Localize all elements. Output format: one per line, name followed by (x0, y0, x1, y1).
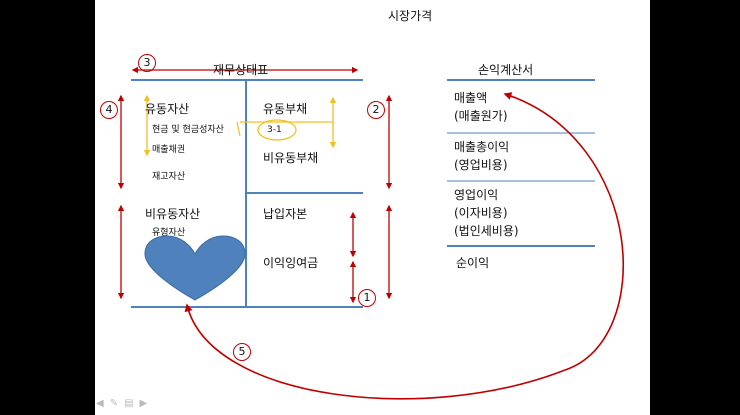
marker-4: 4 (100, 101, 118, 119)
inventory-label: 재고자산 (152, 172, 186, 182)
noncurrent-liabilities-label: 비유동부채 (263, 151, 319, 165)
tangible-assets-label: 유형자산 (152, 228, 186, 238)
interest-label: (이자비용) (454, 206, 508, 220)
market-price-label: 시장가격 (388, 9, 433, 23)
prev-icon[interactable]: ◀ (96, 398, 104, 409)
sga-label: (영업비용) (454, 158, 508, 172)
menu-icon[interactable]: ▤ (124, 398, 134, 409)
paid-in-capital-label: 납입자본 (263, 207, 308, 221)
sales-label: 매출액 (454, 91, 488, 105)
heart-shape (144, 235, 246, 301)
marker-2: 2 (367, 101, 385, 119)
current-liabilities-label: 유동부채 (263, 102, 308, 116)
callout-label: 3-1 (267, 125, 282, 135)
curved-arrow-5 (184, 92, 624, 400)
slideshow-controls: ◀ ✎ ▤ ▶ (96, 398, 147, 409)
income-statement-title: 손익계산서 (478, 63, 534, 77)
yellow-link-tail (236, 121, 241, 137)
marker-1: 1 (358, 289, 376, 307)
gross-profit-label: 매출총이익 (454, 140, 510, 154)
retained-earnings-label: 이익잉여금 (263, 256, 319, 270)
net-income-label: 순이익 (456, 256, 490, 270)
current-assets-label: 유동자산 (145, 102, 190, 116)
noncurrent-assets-label: 비유동자산 (145, 207, 201, 221)
pen-icon[interactable]: ✎ (109, 398, 119, 409)
tax-label: (법인세비용) (454, 224, 519, 238)
balance-sheet-title: 재무상태표 (213, 63, 269, 77)
marker-5: 5 (233, 343, 251, 361)
next-icon[interactable]: ▶ (139, 398, 148, 409)
receivables-label: 매출채권 (152, 145, 186, 155)
cash-label: 현금 및 현금성자산 (152, 125, 224, 135)
marker-3: 3 (138, 54, 156, 72)
operating-income-label: 영업이익 (454, 188, 499, 202)
slide: 시장가격 재무상태표 유동자산 현금 및 현금성자산 매출채권 재고자산 비유동… (95, 0, 650, 415)
cogs-label: (매출원가) (454, 109, 508, 123)
diagram-svg (117, 66, 624, 400)
